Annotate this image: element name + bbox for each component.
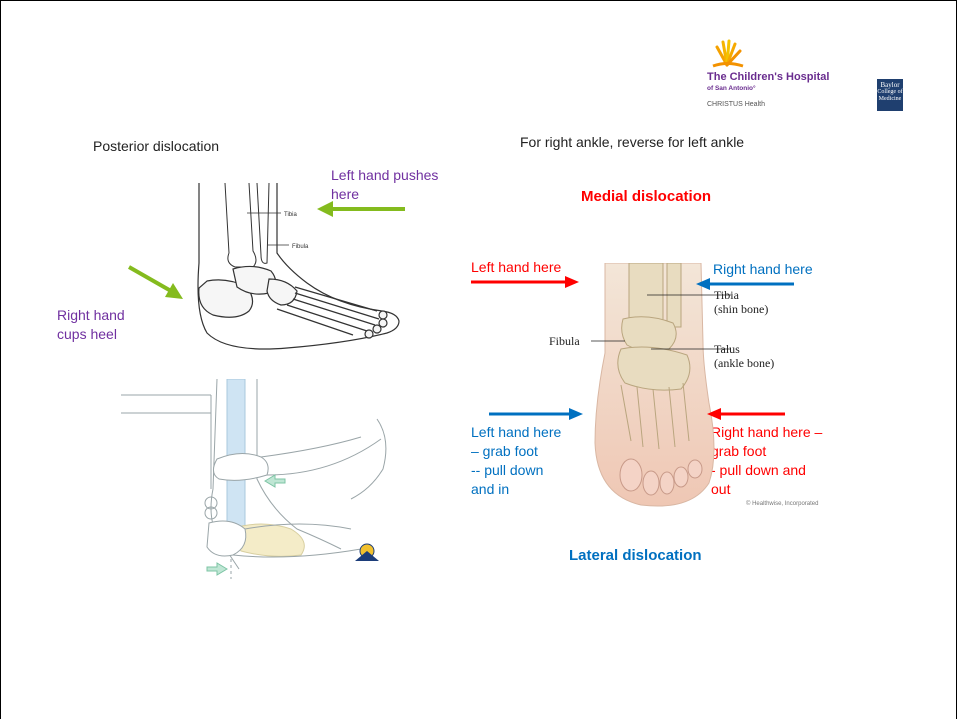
bottom-left-hand-label: Left hand here – grab foot -- pull down …	[471, 423, 561, 499]
bottom-left-line-4: and in	[471, 480, 561, 499]
talus-label: Talus	[714, 343, 740, 356]
bottom-left-blue-arrow	[489, 406, 585, 422]
hospital-subtitle: of San Antonio°	[707, 85, 756, 92]
globe-icon	[355, 544, 379, 561]
bottom-left-line-3: -- pull down	[471, 461, 561, 480]
sun-icon	[709, 39, 745, 69]
fibula-label: Fibula	[549, 335, 580, 348]
medial-dislocation-title: Medial dislocation	[581, 187, 711, 206]
baylor-line-1: Baylor	[877, 82, 903, 89]
top-left-red-arrow	[471, 274, 581, 290]
right-hand-cup-label-2: cups heel	[57, 325, 117, 344]
baylor-line-3: Medicine	[877, 96, 903, 103]
lateral-dislocation-title: Lateral dislocation	[569, 546, 702, 565]
baylor-logo: Baylor College of Medicine	[877, 79, 903, 111]
push-arrow	[317, 199, 407, 219]
tibia-desc-label: (shin bone)	[714, 303, 768, 316]
bottom-left-line-1: Left hand here	[471, 423, 561, 442]
hint-arrow-top	[265, 475, 285, 487]
fibula-small-label: Fibula	[292, 244, 309, 250]
posterior-heading: Posterior dislocation	[93, 137, 219, 156]
tibia-small-label: Tibia	[284, 212, 297, 218]
front-foot-illustration	[591, 263, 731, 513]
bottom-left-line-2: – grab foot	[471, 442, 561, 461]
talus-desc-label: (ankle bone)	[714, 357, 774, 370]
christus-label: CHRISTUS Health	[707, 101, 765, 108]
bottom-right-red-arrow	[707, 406, 787, 422]
baylor-line-2: College of	[877, 89, 903, 96]
heel-arrow	[127, 263, 187, 303]
healthwise-credit: © Healthwise, Incorporated	[746, 501, 818, 507]
reduction-hands-illustration	[121, 379, 401, 579]
right-hand-cup-label-1: Right hand	[57, 306, 125, 325]
reverse-note: For right ankle, reverse for left ankle	[520, 133, 744, 152]
top-right-blue-arrow	[696, 276, 796, 292]
hospital-logo: The Children's Hospital of San Antonio° …	[707, 39, 837, 111]
hospital-name: The Children's Hospital	[707, 71, 829, 83]
hint-arrow-bottom	[207, 563, 227, 575]
